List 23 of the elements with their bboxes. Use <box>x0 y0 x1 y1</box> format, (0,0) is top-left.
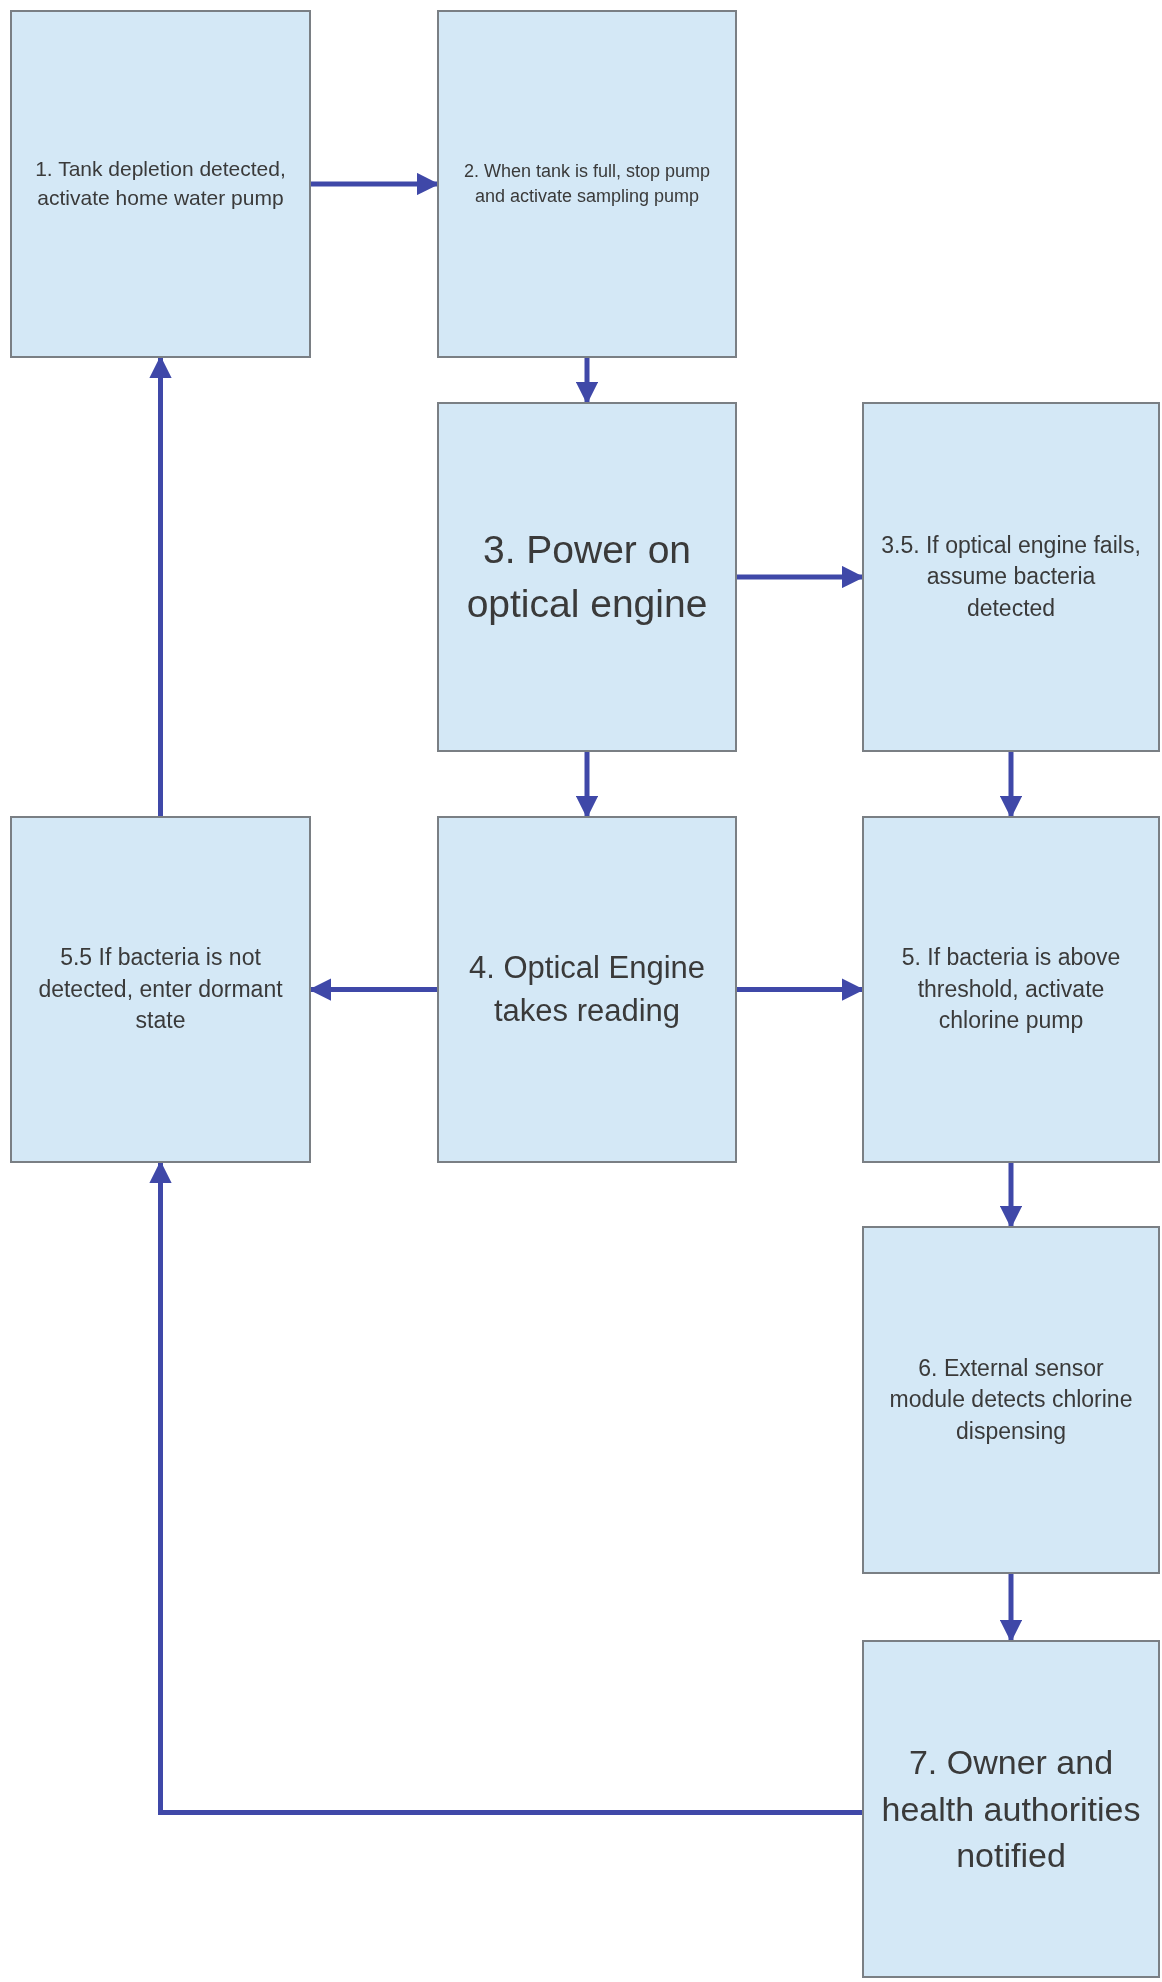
step-text: 3.5. If optical engine fails, assume bacteria detected <box>880 530 1142 623</box>
arrow <box>999 1574 1023 1643</box>
arrow <box>999 1163 1023 1229</box>
process-box <box>437 402 737 752</box>
step-text: 1. Tank depletion detected, activate home water pump <box>34 156 287 211</box>
step-text: 5.5 If bacteria is not detected, enter dormant state <box>37 943 284 1036</box>
step-text: 4. Optical Engine takes reading <box>467 948 707 1030</box>
process-box <box>862 402 1160 752</box>
process-box <box>862 1226 1160 1574</box>
process-box <box>862 816 1160 1163</box>
step-text: 2. When tank is full, stop pump and activate sampling pump <box>462 160 712 208</box>
step-text: 7. Owner and health authorities notified <box>880 1741 1142 1877</box>
process-box <box>10 816 311 1163</box>
process-box <box>437 816 737 1163</box>
arrow <box>575 358 599 405</box>
process-box <box>437 10 737 358</box>
process-box <box>862 1640 1160 1978</box>
step-text: 6. External sensor module detects chlorine dispensing <box>888 1353 1134 1446</box>
arrow <box>999 752 1023 819</box>
arrow <box>575 752 599 819</box>
step-text: 5. If bacteria is above threshold, activate chlorine pump <box>900 943 1122 1036</box>
process-box <box>10 10 311 358</box>
step-text: 3. Power on optical engine <box>465 527 709 627</box>
